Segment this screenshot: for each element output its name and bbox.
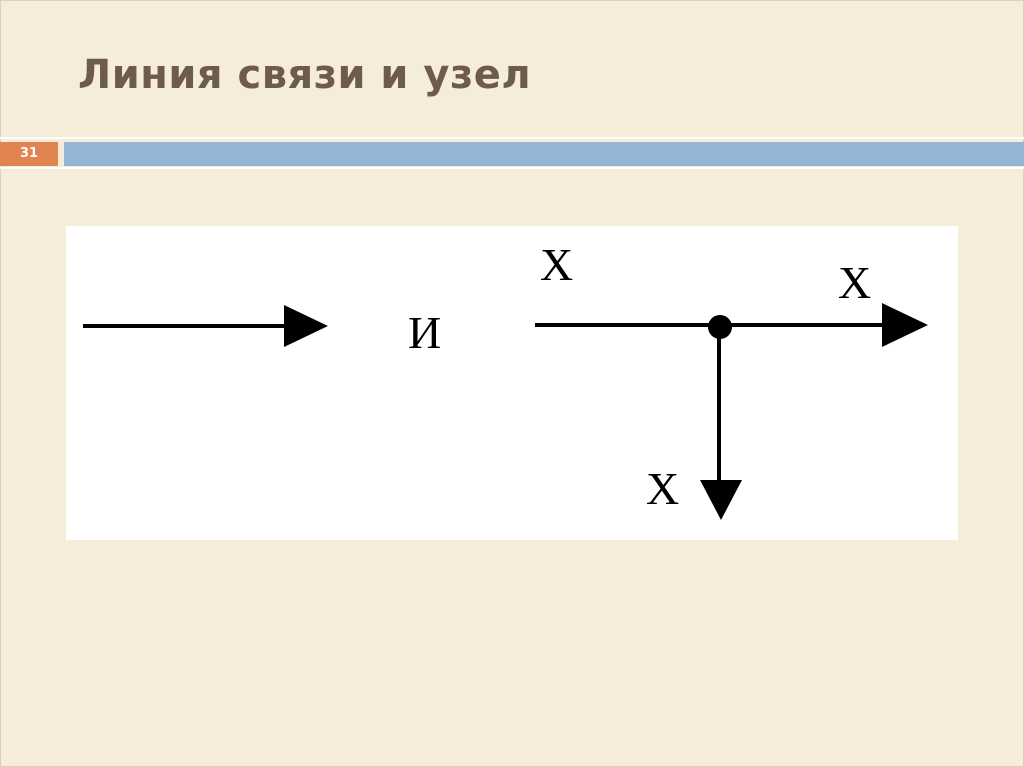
arrowhead-right xyxy=(284,305,328,347)
slide-title: Линия связи и узел xyxy=(78,52,532,98)
label-input-x: X xyxy=(540,239,573,290)
header-divider-bottom xyxy=(0,167,1024,169)
label-right-x: X xyxy=(838,257,871,308)
branch-node-diagram xyxy=(535,303,928,520)
header-divider-top xyxy=(0,137,1024,139)
arrowhead-down-output xyxy=(700,480,742,520)
diagram-panel: И X X X xyxy=(66,226,958,540)
node-dot xyxy=(708,315,732,339)
diagram-canvas: И X X X xyxy=(83,239,928,520)
label-down-x: X xyxy=(646,463,679,514)
header-bar xyxy=(64,142,1024,166)
arrowhead-right-output xyxy=(882,303,928,347)
and-label: И xyxy=(408,307,441,358)
slide-number-badge: 31 xyxy=(0,142,58,166)
communication-line-arrow xyxy=(83,305,328,347)
